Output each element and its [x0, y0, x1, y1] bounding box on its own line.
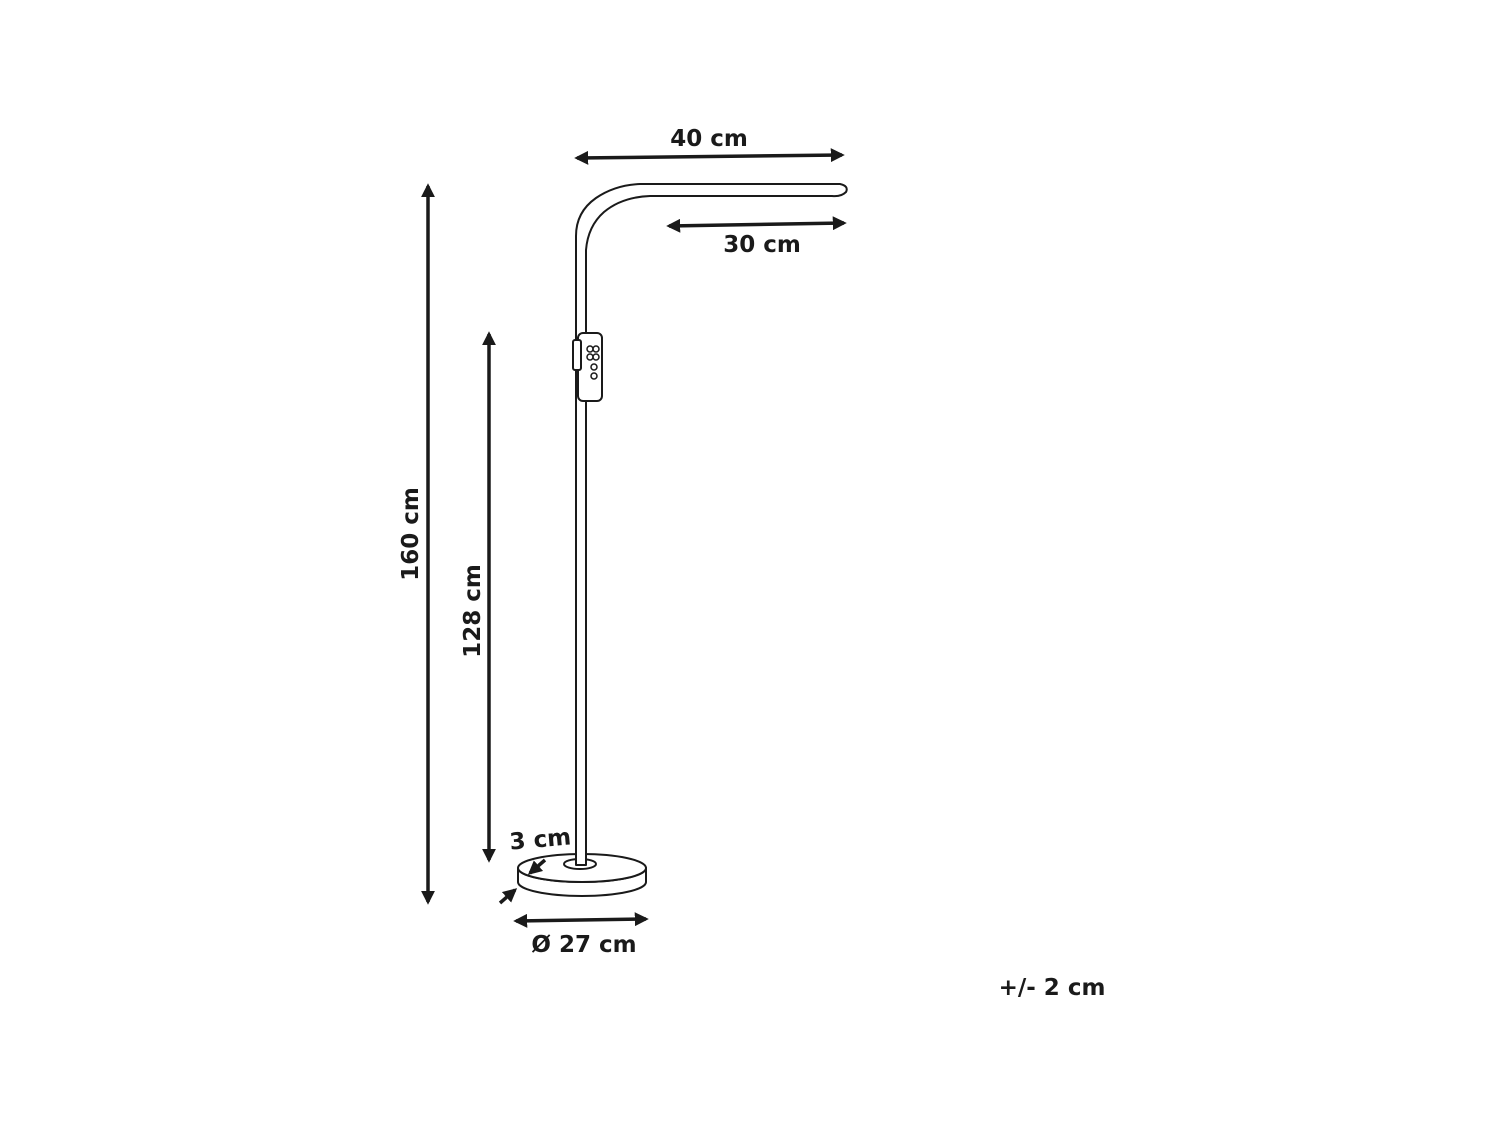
- label-control-height: 128 cm: [460, 564, 486, 658]
- dimension-line-head-length: [666, 216, 847, 233]
- label-tolerance-note: +/- 2 cm: [999, 975, 1106, 1001]
- lamp-control-clip: [572, 339, 582, 371]
- floor-lamp-illustration: [517, 183, 848, 897]
- label-base-diameter: Ø 27 cm: [531, 932, 636, 958]
- dimension-arrow-base-thickness-bottom: [498, 888, 518, 905]
- label-base-thickness: 3 cm: [509, 824, 573, 855]
- dimension-lines: [421, 148, 847, 928]
- control-button-icon: [590, 363, 598, 371]
- dimension-line-base-diameter: [513, 912, 649, 928]
- label-arm-length: 40 cm: [670, 126, 748, 152]
- lamp-pole: [575, 183, 848, 866]
- dimension-line-arm-length: [574, 148, 845, 165]
- label-head-length: 30 cm: [723, 232, 801, 258]
- control-button-icon: [590, 372, 598, 380]
- dimension-arrow-base-thickness-top: [527, 858, 547, 875]
- dimension-labels: 160 cm 128 cm 40 cm 30 cm 3 cm Ø 27 cm +…: [398, 126, 1105, 1001]
- control-button-icon: [592, 345, 600, 353]
- label-total-height: 160 cm: [398, 487, 424, 581]
- control-button-icon: [592, 353, 600, 361]
